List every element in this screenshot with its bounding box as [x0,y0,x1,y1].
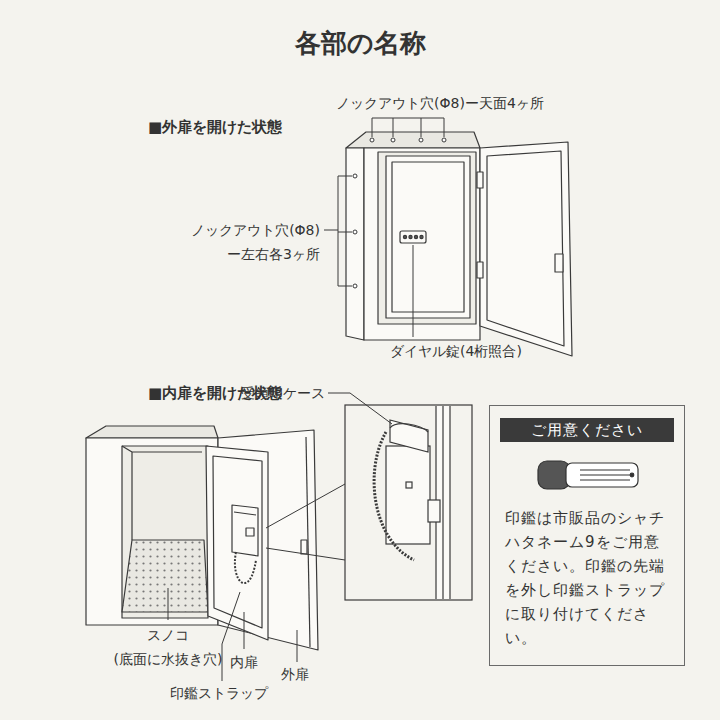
knockout-top [442,138,446,142]
picture-space [500,442,674,506]
section-heading: ■外扉を開けた状態 [148,117,282,138]
leader-line [168,588,169,620]
cabinet-inner-open [86,426,318,650]
interior-wall [122,446,202,540]
door-opening [378,152,476,324]
receipt-case-flap [234,512,256,515]
stamp-dot [630,473,634,477]
stamp-strap [374,432,414,560]
hinge [477,172,483,188]
receipt-case [232,505,258,556]
receipt-case-curl [390,424,428,432]
cabinet-opening [122,446,208,618]
cabinet-body [86,438,218,625]
stamp-picture [538,461,638,489]
floor-grate [122,540,208,612]
part-label: 外扉 [281,664,309,685]
note-body: 印鑑は市販品のシャチハタネーム9をご用意ください。印鑑の先端を外し印鑑ストラップ… [500,506,674,650]
cabinet-outer-open [346,132,572,356]
dial-lock [400,231,426,243]
part-label: ノックアウト穴(Φ8)ー天面4ヶ所 [336,93,544,114]
note-box: ご用意ください印鑑は市販品のシャチハタネーム9をご用意ください。印鑑の先端を外し… [489,405,685,666]
stamp-strap [235,552,256,583]
leader-line [413,245,414,337]
part-label: 受領印ケース [241,383,325,404]
bracket-line [324,176,352,286]
page-title: 各部の名称 [295,26,426,60]
inner-door-panel [213,456,262,628]
door-latch [301,540,307,554]
door-edge-line [442,406,443,599]
knockout-side [353,284,357,288]
cabinet-side [346,148,364,340]
part-label: 印鑑ストラップ [170,683,268,704]
stamp-groove [580,470,630,480]
outer-door [480,142,572,356]
zoom-projection [266,484,345,560]
knockout-side [353,174,357,178]
part-label: ノックアウト穴(Φ8) ー左右各3ヶ所 [170,218,320,266]
hinge [477,262,483,278]
case-hinge [428,500,440,522]
leader-line [244,612,245,649]
knockout-side [324,174,357,288]
cabinet-top [86,426,218,438]
knockout-top [370,138,374,142]
knockout-top [370,118,446,142]
inner-door [206,446,268,640]
receipt-case-flap [390,420,428,452]
leader-line [297,630,298,662]
outer-door-panel [487,151,564,346]
note-heading: ご用意ください [500,418,674,442]
part-label: スノコ (底面に水抜き穴) [98,623,238,671]
dial [420,235,423,238]
bracket-line [372,118,444,137]
part-label: ダイヤル錠(4桁照合) [390,341,522,362]
knockout-top [419,138,423,142]
case-rivet [406,482,412,488]
cabinet-top [346,132,480,148]
dial [409,235,412,238]
stamp-cap [538,461,570,489]
stamp-body [566,463,638,487]
inner-door-panel [392,162,464,312]
cabinet-front [364,148,480,340]
zoom-frame [345,405,472,600]
knockout-top [391,138,395,142]
zoom-detail [374,406,450,599]
inner-door [386,156,470,318]
knockout-side [353,230,357,234]
receipt-case [386,446,430,544]
case-hinge [246,528,254,536]
dial [403,235,406,238]
dial [414,235,417,238]
door-latch [555,254,563,272]
part-label: 内扉 [230,652,258,673]
leader-line [328,393,392,424]
